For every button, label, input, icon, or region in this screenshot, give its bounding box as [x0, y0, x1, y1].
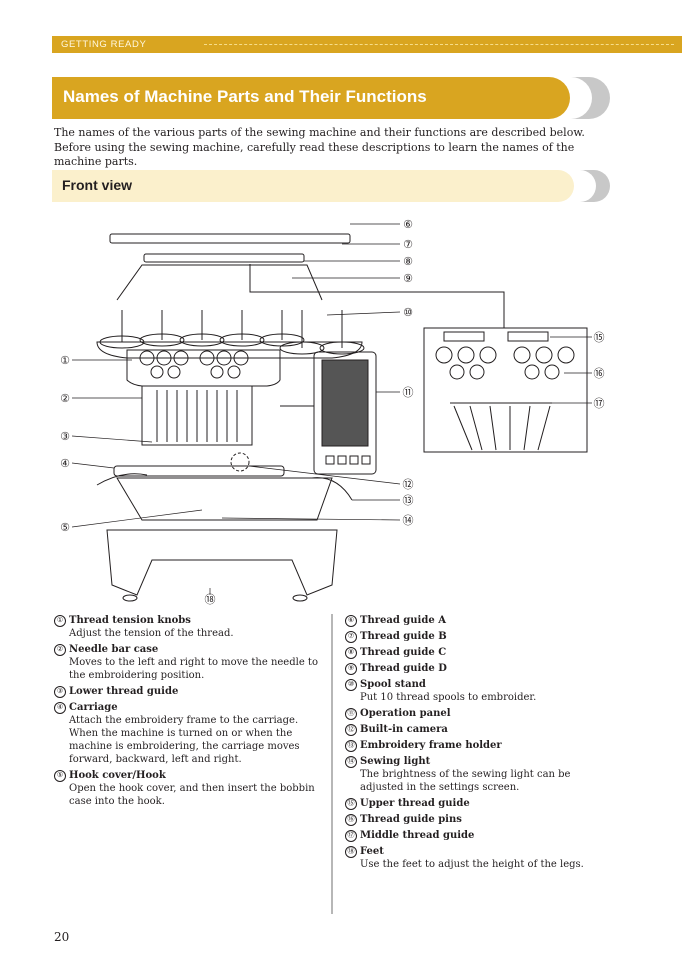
camera-circle: [230, 452, 250, 472]
embroidery-frame-drawing: [116, 477, 333, 521]
callout-8: ⑧: [403, 256, 413, 268]
header-rule: [204, 44, 674, 45]
callout-3: ③: [60, 431, 70, 443]
callout-17: ⑰: [594, 397, 605, 410]
callout-9: ⑨: [403, 273, 413, 285]
callout-1: ①: [60, 355, 70, 367]
carriage-drawing: [113, 465, 285, 477]
subsection-banner: Front view: [52, 170, 612, 202]
callout-5: ⑤: [60, 522, 70, 534]
operation-panel-drawing: [313, 351, 377, 475]
callout-11: ⑪: [403, 386, 414, 399]
callout-2: ②: [60, 393, 70, 405]
page-title-banner: Names of Machine Parts and Their Functio…: [52, 77, 612, 119]
thread-guide-c-drawing: [143, 253, 305, 263]
section-label: GETTING READY: [61, 39, 147, 50]
page-number: 20: [54, 930, 70, 944]
callout-16: ⑯: [594, 367, 605, 380]
callout-18: ⑱: [205, 593, 216, 606]
intro-paragraph: The names of the various parts of the se…: [54, 126, 585, 168]
callout-12: ⑫: [403, 478, 414, 491]
callout-7: ⑦: [403, 239, 413, 251]
frame-holder-drawing: [96, 473, 353, 501]
callout-15: ⑮: [594, 331, 605, 344]
spool-stand-drawing: [96, 341, 363, 359]
callout-4: ④: [60, 458, 70, 470]
needle-bar-case-drawing: [141, 386, 253, 446]
callout-14: ⑭: [403, 514, 414, 527]
page-title: Names of Machine Parts and Their Functio…: [63, 87, 427, 106]
callout-10: ⑩: [403, 307, 413, 319]
detail-inset-frame: [423, 327, 588, 453]
machine-diagram: ① ② ③ ④ ⑤ ⑥ ⑦ ⑧ ⑨ ⑩ ⑪ ⑫ ⑬ ⑭ ⑮ ⑯ ⑰ ⑱: [60, 219, 605, 606]
section-header-bar: GETTING READY: [52, 36, 682, 53]
callout-6: ⑥: [403, 219, 413, 231]
machine-base-drawing: [106, 529, 338, 596]
thread-guide-a-drawing: [109, 233, 351, 244]
column-divider: [331, 614, 333, 914]
machine-head-drawing: [126, 349, 281, 387]
subsection-title: Front view: [62, 177, 133, 193]
callout-13: ⑬: [403, 494, 414, 507]
